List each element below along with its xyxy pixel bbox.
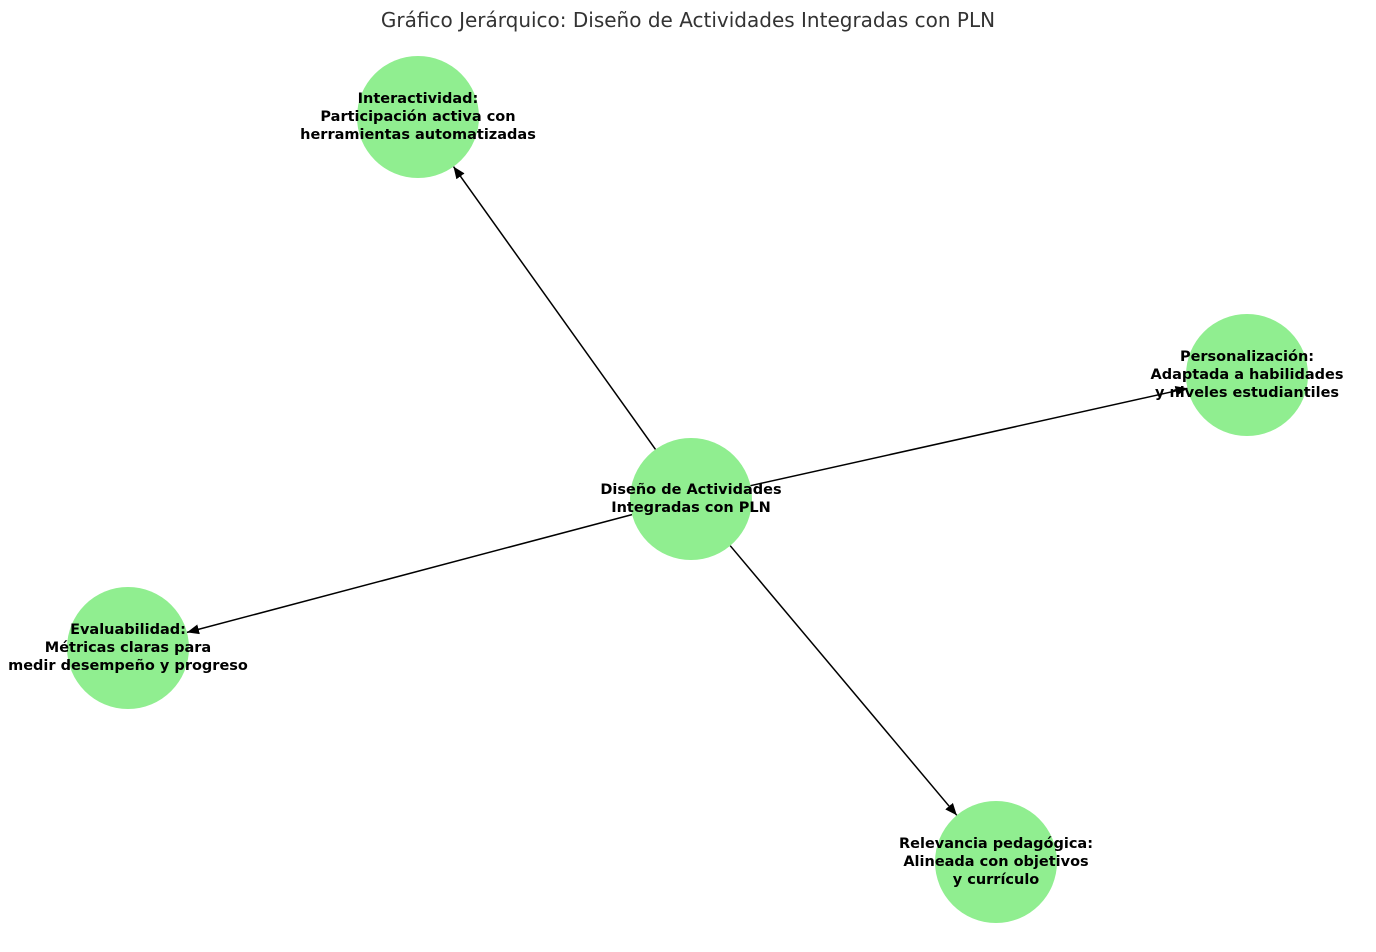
node-label-line: Integradas con PLN: [611, 500, 771, 516]
node-circle: [935, 801, 1057, 923]
node-label-line: Adaptada a habilidades: [1151, 367, 1344, 383]
node-label-line: y niveles estudiantiles: [1155, 385, 1339, 401]
edge-arrow-evaluabilidad: [186, 513, 633, 635]
edges-layer: [186, 166, 1188, 816]
node-label-line: Alineada con objetivos: [903, 854, 1088, 870]
node-label-line: medir desempeño y progreso: [8, 658, 248, 674]
node-interactividad: Interactividad: Participación activa con h…: [300, 56, 536, 178]
node-circle: [630, 438, 752, 560]
diagram-title: Gráfico Jerárquico: Diseño de Actividade…: [380, 8, 996, 32]
node-label-line: Métricas claras para: [45, 640, 211, 656]
edge-arrow-personalizacion: [750, 386, 1188, 487]
edge-arrow-interactividad: [452, 166, 657, 450]
node-label-line: y currículo: [953, 872, 1040, 888]
node-circle: [1186, 314, 1308, 436]
node-evaluabilidad: Evaluabilidad: Métricas claras para medir …: [8, 587, 248, 709]
node-circle: [357, 56, 479, 178]
edge-arrow-relevancia: [729, 545, 958, 816]
node-relevancia: Relevancia pedagógica: Alineada con objet…: [899, 801, 1093, 923]
node-label-line: Relevancia pedagógica:: [899, 836, 1093, 852]
node-label-line: Personalización:: [1180, 349, 1314, 365]
node-label-line: herramientas automatizadas: [300, 127, 536, 143]
node-personalizacion: Personalización: Adaptada a habilidades y …: [1151, 314, 1344, 436]
node-label-line: Evaluabilidad:: [70, 622, 186, 638]
node-label-line: Diseño de Actividades: [600, 482, 781, 498]
node-label-line: Participación activa con: [320, 109, 515, 125]
node-label-line: Interactividad:: [358, 91, 479, 107]
node-circle: [67, 587, 189, 709]
